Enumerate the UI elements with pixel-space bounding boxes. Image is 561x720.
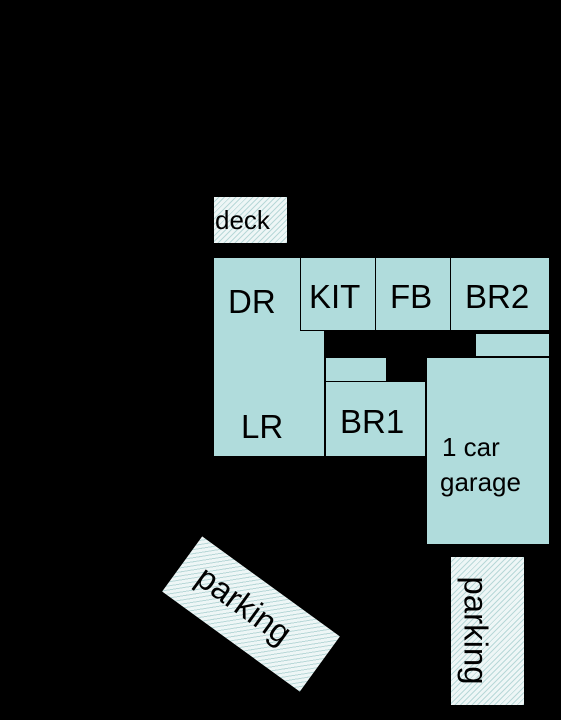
living-room-label: LR	[241, 408, 284, 445]
dining-room-label: DR	[228, 283, 276, 320]
bedroom-1	[325, 381, 426, 457]
garage-label-line2: garage	[440, 467, 521, 497]
closet-right	[475, 333, 550, 357]
kitchen	[300, 257, 376, 331]
full-bath	[375, 257, 451, 331]
garage	[426, 357, 550, 545]
bedroom-2	[450, 257, 550, 331]
deck-label: deck	[215, 205, 270, 235]
garage-label-line1: 1 car	[442, 432, 500, 462]
bedroom-2-label: BR2	[465, 278, 530, 315]
parking-left-label: parking	[189, 557, 299, 652]
deck: deck	[214, 197, 287, 243]
living-room-edge-right	[324, 330, 325, 457]
kitchen-label: KIT	[309, 278, 361, 315]
living-room-fill	[214, 332, 324, 456]
closet-middle	[325, 357, 387, 382]
parking-right-label: parking	[457, 576, 495, 685]
parking-left: parking	[162, 536, 340, 692]
bedroom-1-label: BR1	[340, 403, 405, 440]
full-bath-label: FB	[390, 278, 433, 315]
parking-right: parking	[451, 557, 524, 705]
